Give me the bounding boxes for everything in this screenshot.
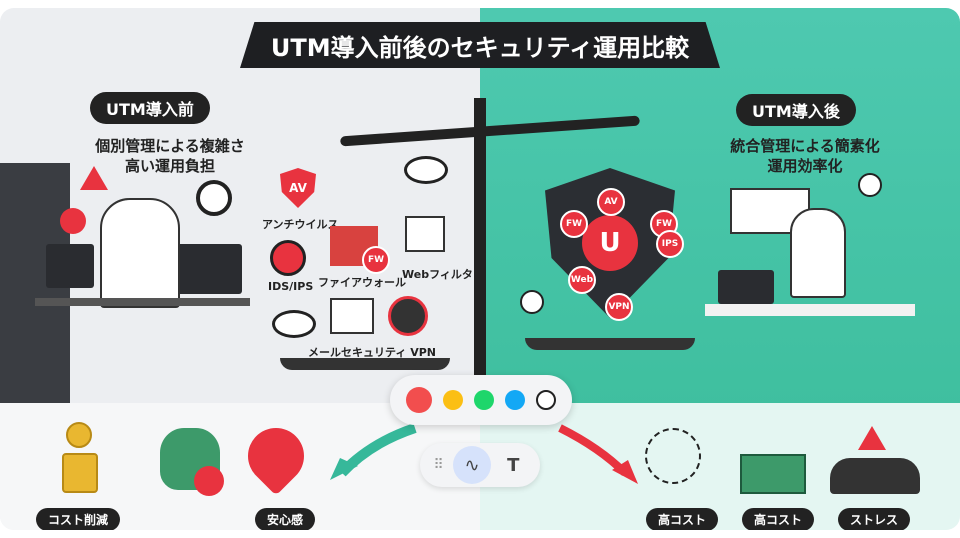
laptop-icon: [718, 270, 774, 304]
vpn-label: VPN: [410, 346, 436, 359]
happy-person: [790, 208, 846, 298]
check-icon: [858, 173, 882, 197]
warning-icon: [80, 166, 108, 190]
drag-handle-icon[interactable]: ⠿: [433, 457, 444, 473]
color-picker: [390, 375, 572, 425]
color-yellow-swatch[interactable]: [442, 390, 463, 410]
money-stack-icon: [740, 454, 806, 494]
stressed-people-icon: [830, 458, 920, 494]
mail-icon: [330, 298, 374, 334]
draw-tool-button[interactable]: ∿: [452, 446, 491, 484]
text-icon: T: [507, 454, 520, 476]
coin-stack-icon: [62, 453, 98, 493]
stopwatch-icon: [196, 180, 232, 216]
scale-pole: [474, 98, 486, 398]
color-green-swatch[interactable]: [473, 390, 494, 410]
network-icon: [645, 428, 701, 484]
red-arrowhead: [612, 460, 638, 484]
fw-badge: FW: [362, 246, 390, 274]
shield-chip: FW: [560, 210, 588, 238]
color-white-swatch[interactable]: [536, 390, 557, 410]
scale-pan-right: [525, 338, 695, 350]
color-red-swatch[interactable]: [405, 387, 432, 413]
after-description: 統合管理による簡素化 運用効率化: [710, 136, 900, 176]
green-arrowhead: [330, 458, 358, 480]
annotation-toolbar: ⠿ ∿ T: [420, 443, 540, 487]
high-cost-label: 高コスト: [646, 508, 719, 530]
utm-u-emblem: U: [582, 215, 638, 271]
eye-icon: [272, 310, 316, 338]
vpn-icon: [388, 296, 428, 336]
red-arrow: [558, 424, 628, 476]
warning-icon: [858, 426, 886, 450]
antivirus-label: アンチウイルス: [262, 218, 339, 231]
cost-reduction-label: コスト削減: [36, 508, 121, 530]
shield-chip: AV: [597, 188, 625, 216]
scale-pan-left: [280, 358, 450, 370]
desk: [35, 298, 250, 306]
shield-chip: Web: [568, 266, 596, 294]
high-cost-label: 高コスト: [742, 508, 815, 530]
alert-icon: [60, 208, 86, 234]
eye-icon: [404, 156, 448, 184]
web-filter-label: Webフィルタ: [402, 268, 473, 281]
arrows: [330, 423, 638, 484]
stress-label: ストレス: [838, 508, 911, 530]
check-icon: [520, 290, 544, 314]
before-description: 個別管理による複雑さ 高い運用負担: [80, 136, 260, 176]
monitor-icon: [176, 244, 242, 294]
text-tool-button[interactable]: T: [494, 446, 532, 484]
color-blue-swatch[interactable]: [505, 390, 526, 410]
before-desc-line1: 個別管理による複雑さ: [95, 137, 245, 155]
firewall-label: ファイアウォール: [318, 276, 406, 289]
desk: [705, 304, 915, 316]
before-desc-line2: 高い運用負担: [124, 157, 215, 175]
ids-ips-label: IDS/IPS: [268, 280, 314, 293]
image-title: UTM導入前後のセキュリティ運用比較: [240, 22, 720, 68]
before-heading: UTM導入前: [90, 92, 210, 124]
after-desc-line2: 運用効率化: [767, 157, 843, 175]
coin-icon: [66, 422, 92, 448]
image-canvas: UTM導入前後のセキュリティ運用比較 UTM導入前 個別管理による複雑さ 高い運…: [0, 8, 960, 530]
stressed-person: [100, 198, 180, 308]
shield-chip: FW: [650, 210, 678, 238]
ids-ips-alert-icon: [270, 240, 306, 276]
web-filter-icon: [405, 216, 445, 252]
squiggle-icon: ∿: [464, 454, 480, 476]
shield-chip: IPS: [656, 230, 684, 258]
av-label: AV: [289, 181, 307, 195]
mail-security-label: メールセキュリティ: [308, 346, 407, 359]
mail-security-vpn-label: メールセキュリティ VPN: [308, 344, 436, 360]
shield-chip: VPN: [605, 293, 633, 321]
after-desc-line1: 統合管理による簡素化: [730, 137, 880, 155]
after-heading: UTM導入後: [736, 94, 856, 126]
monitor-icon: [46, 244, 94, 288]
peace-of-mind-label: 安心感: [255, 508, 316, 530]
percent-badge: [194, 466, 224, 496]
